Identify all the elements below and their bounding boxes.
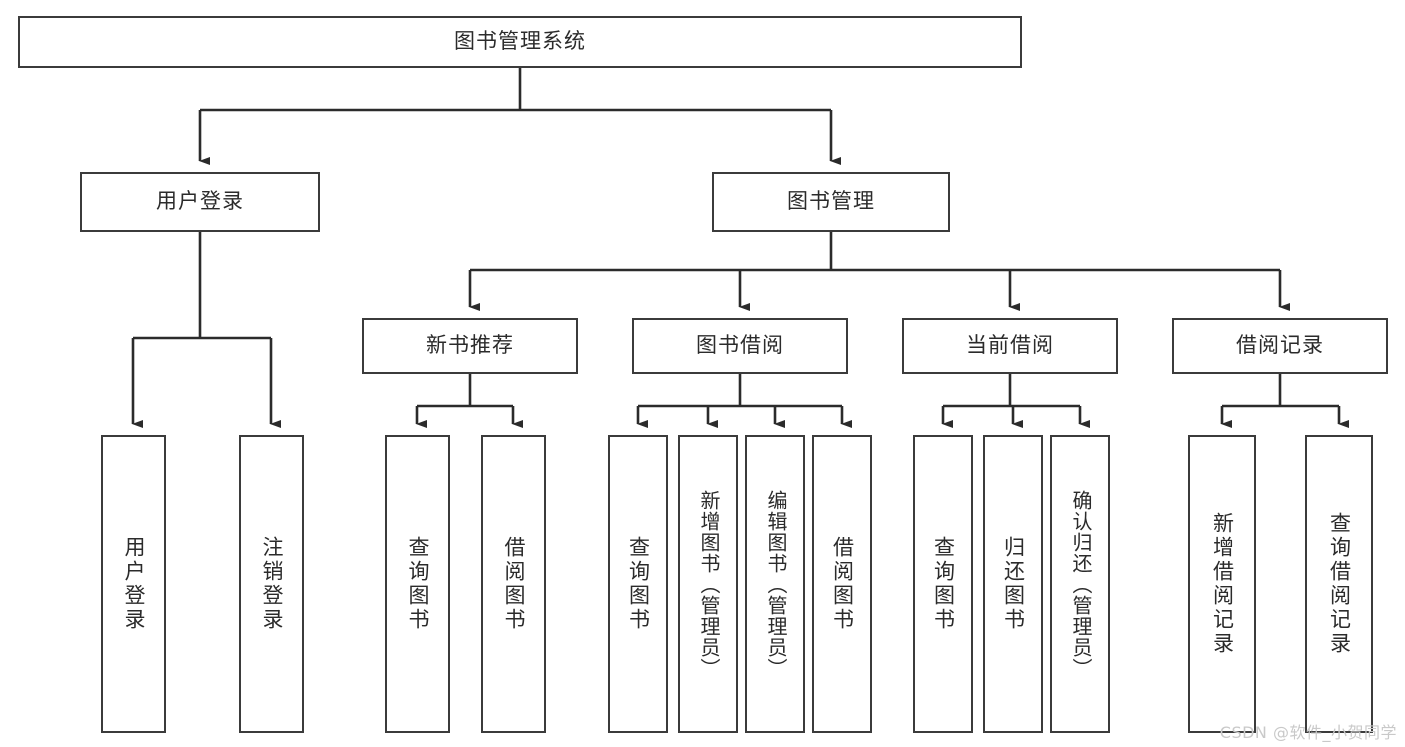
node-leaf-logout[interactable]: 注销登录 [239, 435, 304, 733]
node-leaf-query-books-current[interactable]: 查询图书 [913, 435, 973, 733]
node-leaf-confirm-return-admin[interactable]: 确认归还（管理员） [1050, 435, 1110, 733]
node-label: 查询借阅记录 [1327, 512, 1351, 656]
node-label: 借阅图书 [502, 536, 525, 632]
node-label: 新书推荐 [426, 334, 514, 358]
node-leaf-add-borrow-record[interactable]: 新增借阅记录 [1188, 435, 1256, 733]
node-label: 归还图书 [1001, 536, 1025, 632]
node-leaf-borrow-book[interactable]: 借阅图书 [812, 435, 872, 733]
node-level1-book-management[interactable]: 图书管理 [712, 172, 950, 232]
node-label: 新增图书（管理员） [697, 489, 719, 679]
node-label: 用户登录 [122, 536, 145, 632]
node-label: 查询图书 [626, 536, 650, 632]
node-level2-book-borrow[interactable]: 图书借阅 [632, 318, 848, 374]
node-level2-new-book-recommend[interactable]: 新书推荐 [362, 318, 578, 374]
node-level1-user-login[interactable]: 用户登录 [80, 172, 320, 232]
node-label: 编辑图书（管理员） [764, 489, 786, 679]
node-label: 注销登录 [260, 536, 283, 632]
node-leaf-borrow-books-new[interactable]: 借阅图书 [481, 435, 546, 733]
node-label: 查询图书 [931, 536, 955, 632]
node-leaf-query-books-borrow[interactable]: 查询图书 [608, 435, 668, 733]
node-root[interactable]: 图书管理系统 [18, 16, 1022, 68]
node-label: 当前借阅 [966, 334, 1054, 358]
node-label: 借阅图书 [830, 536, 854, 632]
node-label: 用户登录 [156, 190, 244, 214]
node-leaf-query-borrow-record[interactable]: 查询借阅记录 [1305, 435, 1373, 733]
node-leaf-return-book[interactable]: 归还图书 [983, 435, 1043, 733]
node-leaf-query-books-new[interactable]: 查询图书 [385, 435, 450, 733]
node-level2-current-borrow[interactable]: 当前借阅 [902, 318, 1118, 374]
node-label: 查询图书 [406, 536, 429, 632]
node-label: 新增借阅记录 [1210, 512, 1234, 656]
node-label: 图书借阅 [696, 334, 784, 358]
node-leaf-user-login[interactable]: 用户登录 [101, 435, 166, 733]
node-label: 图书管理系统 [454, 30, 586, 54]
watermark: CSDN @软件_小贺同学 [1219, 723, 1397, 742]
node-label: 图书管理 [787, 190, 875, 214]
node-label: 确认归还（管理员） [1069, 489, 1091, 679]
node-level2-borrow-records[interactable]: 借阅记录 [1172, 318, 1388, 374]
node-leaf-edit-book-admin[interactable]: 编辑图书（管理员） [745, 435, 805, 733]
node-leaf-add-book-admin[interactable]: 新增图书（管理员） [678, 435, 738, 733]
node-label: 借阅记录 [1236, 334, 1324, 358]
